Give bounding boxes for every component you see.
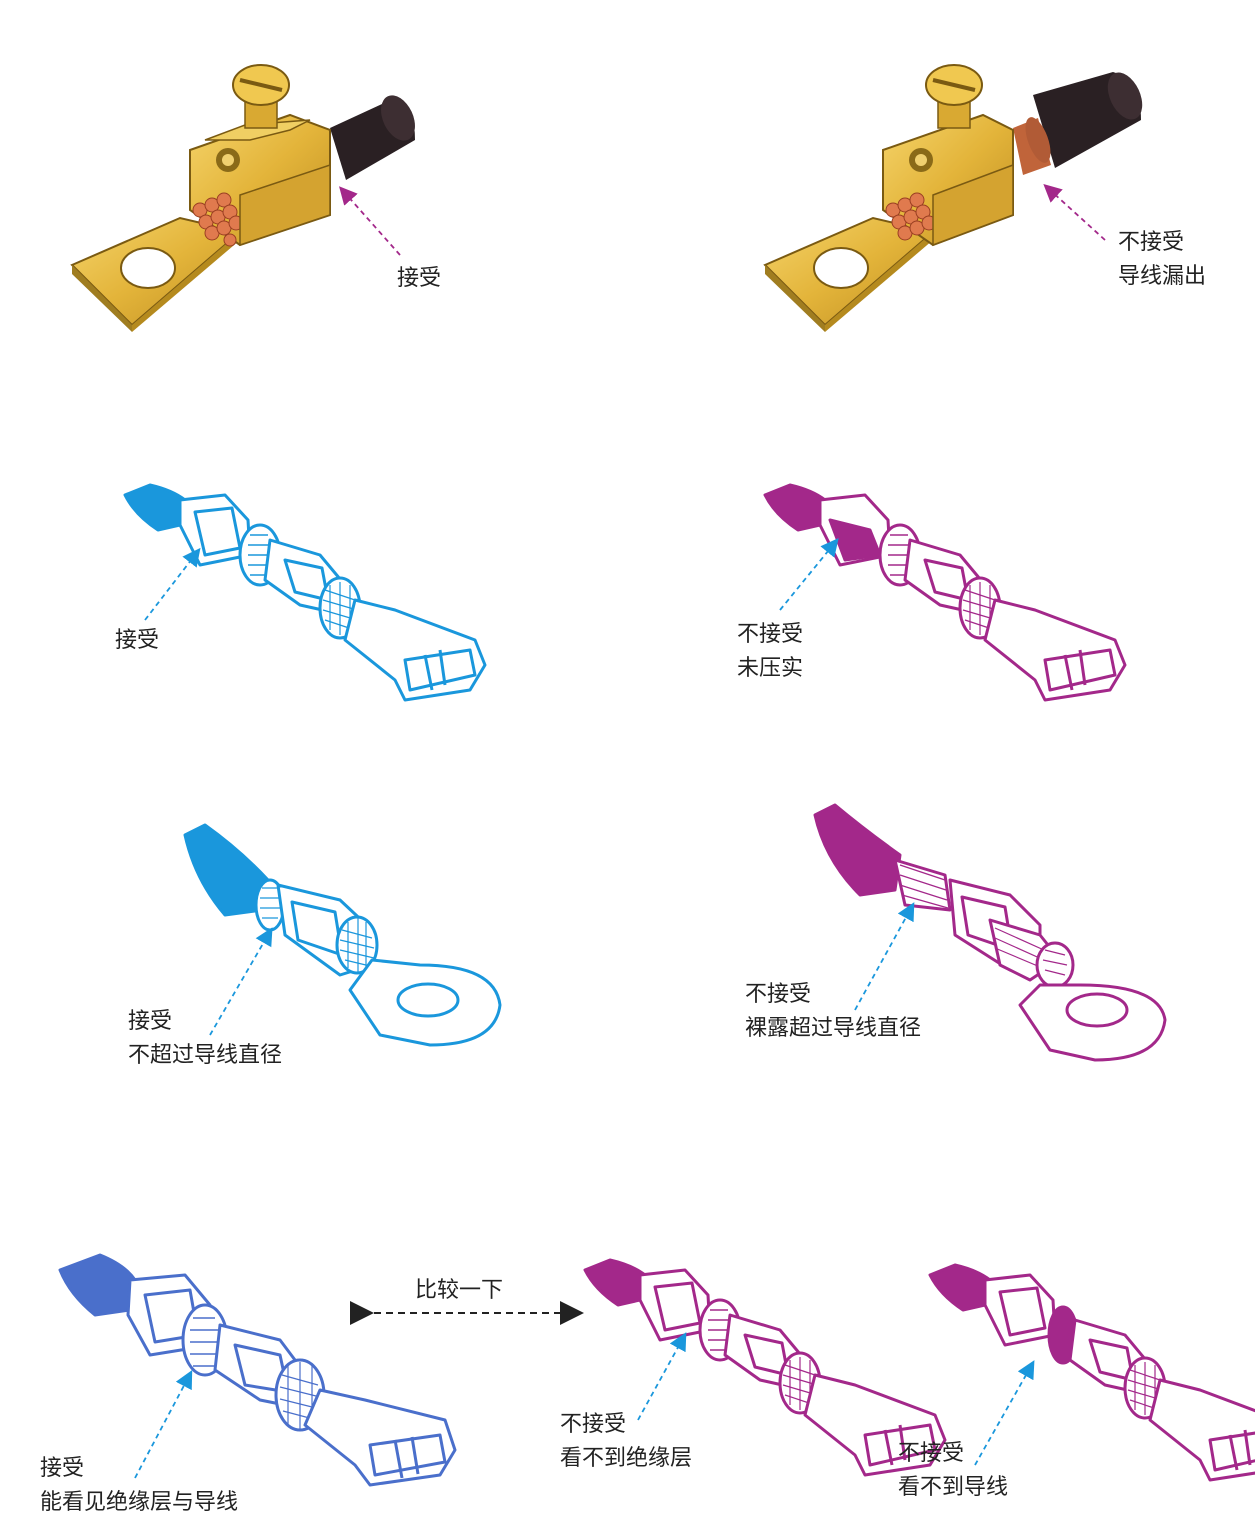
- label-status: 不接受: [737, 618, 803, 652]
- label-p8: 不接受 看不到绝缘层: [560, 1408, 692, 1476]
- pointer-arrow: [145, 555, 195, 620]
- label-status: 不接受: [560, 1408, 692, 1442]
- label-status: 接受: [115, 624, 159, 658]
- label-reason: 裸露超过导线直径: [745, 1012, 921, 1046]
- label-p9: 不接受 看不到导线: [898, 1437, 1008, 1505]
- label-reason: 导线漏出: [1118, 260, 1206, 294]
- label-reason: 不超过导线直径: [128, 1039, 282, 1073]
- pointer-arrow: [345, 193, 400, 255]
- pointer-arrow: [780, 545, 833, 610]
- label-status: 接受: [128, 1005, 282, 1039]
- label-reason: 未压实: [737, 652, 803, 686]
- label-p4: 不接受 未压实: [737, 618, 803, 686]
- label-reason: 看不到导线: [898, 1471, 1008, 1505]
- label-p2: 不接受 导线漏出: [1118, 226, 1206, 294]
- compare-label: 比较一下: [415, 1274, 503, 1308]
- label-status: 接受: [40, 1452, 238, 1486]
- crimp-flag-terminal-icon: [60, 1255, 455, 1485]
- label-p1: 接受: [397, 262, 441, 296]
- label-reason: 能看见绝缘层与导线: [40, 1486, 238, 1520]
- pointer-arrow: [1050, 190, 1105, 240]
- label-status: 不接受: [745, 978, 921, 1012]
- crimp-flag-terminal-icon: [765, 485, 1125, 700]
- label-p3: 接受: [115, 624, 159, 658]
- crimp-flag-terminal-icon: [125, 485, 485, 700]
- label-p7: 接受 能看见绝缘层与导线: [40, 1452, 238, 1520]
- label-p6: 不接受 裸露超过导线直径: [745, 978, 921, 1046]
- label-status: 不接受: [1118, 226, 1206, 260]
- screw-lug-terminal-icon: [72, 65, 422, 332]
- label-reason: 看不到绝缘层: [560, 1442, 692, 1476]
- label-status: 不接受: [898, 1437, 1008, 1471]
- label-p5: 接受 不超过导线直径: [128, 1005, 282, 1073]
- screw-lug-terminal-icon: [765, 65, 1149, 332]
- label-status: 接受: [397, 262, 441, 296]
